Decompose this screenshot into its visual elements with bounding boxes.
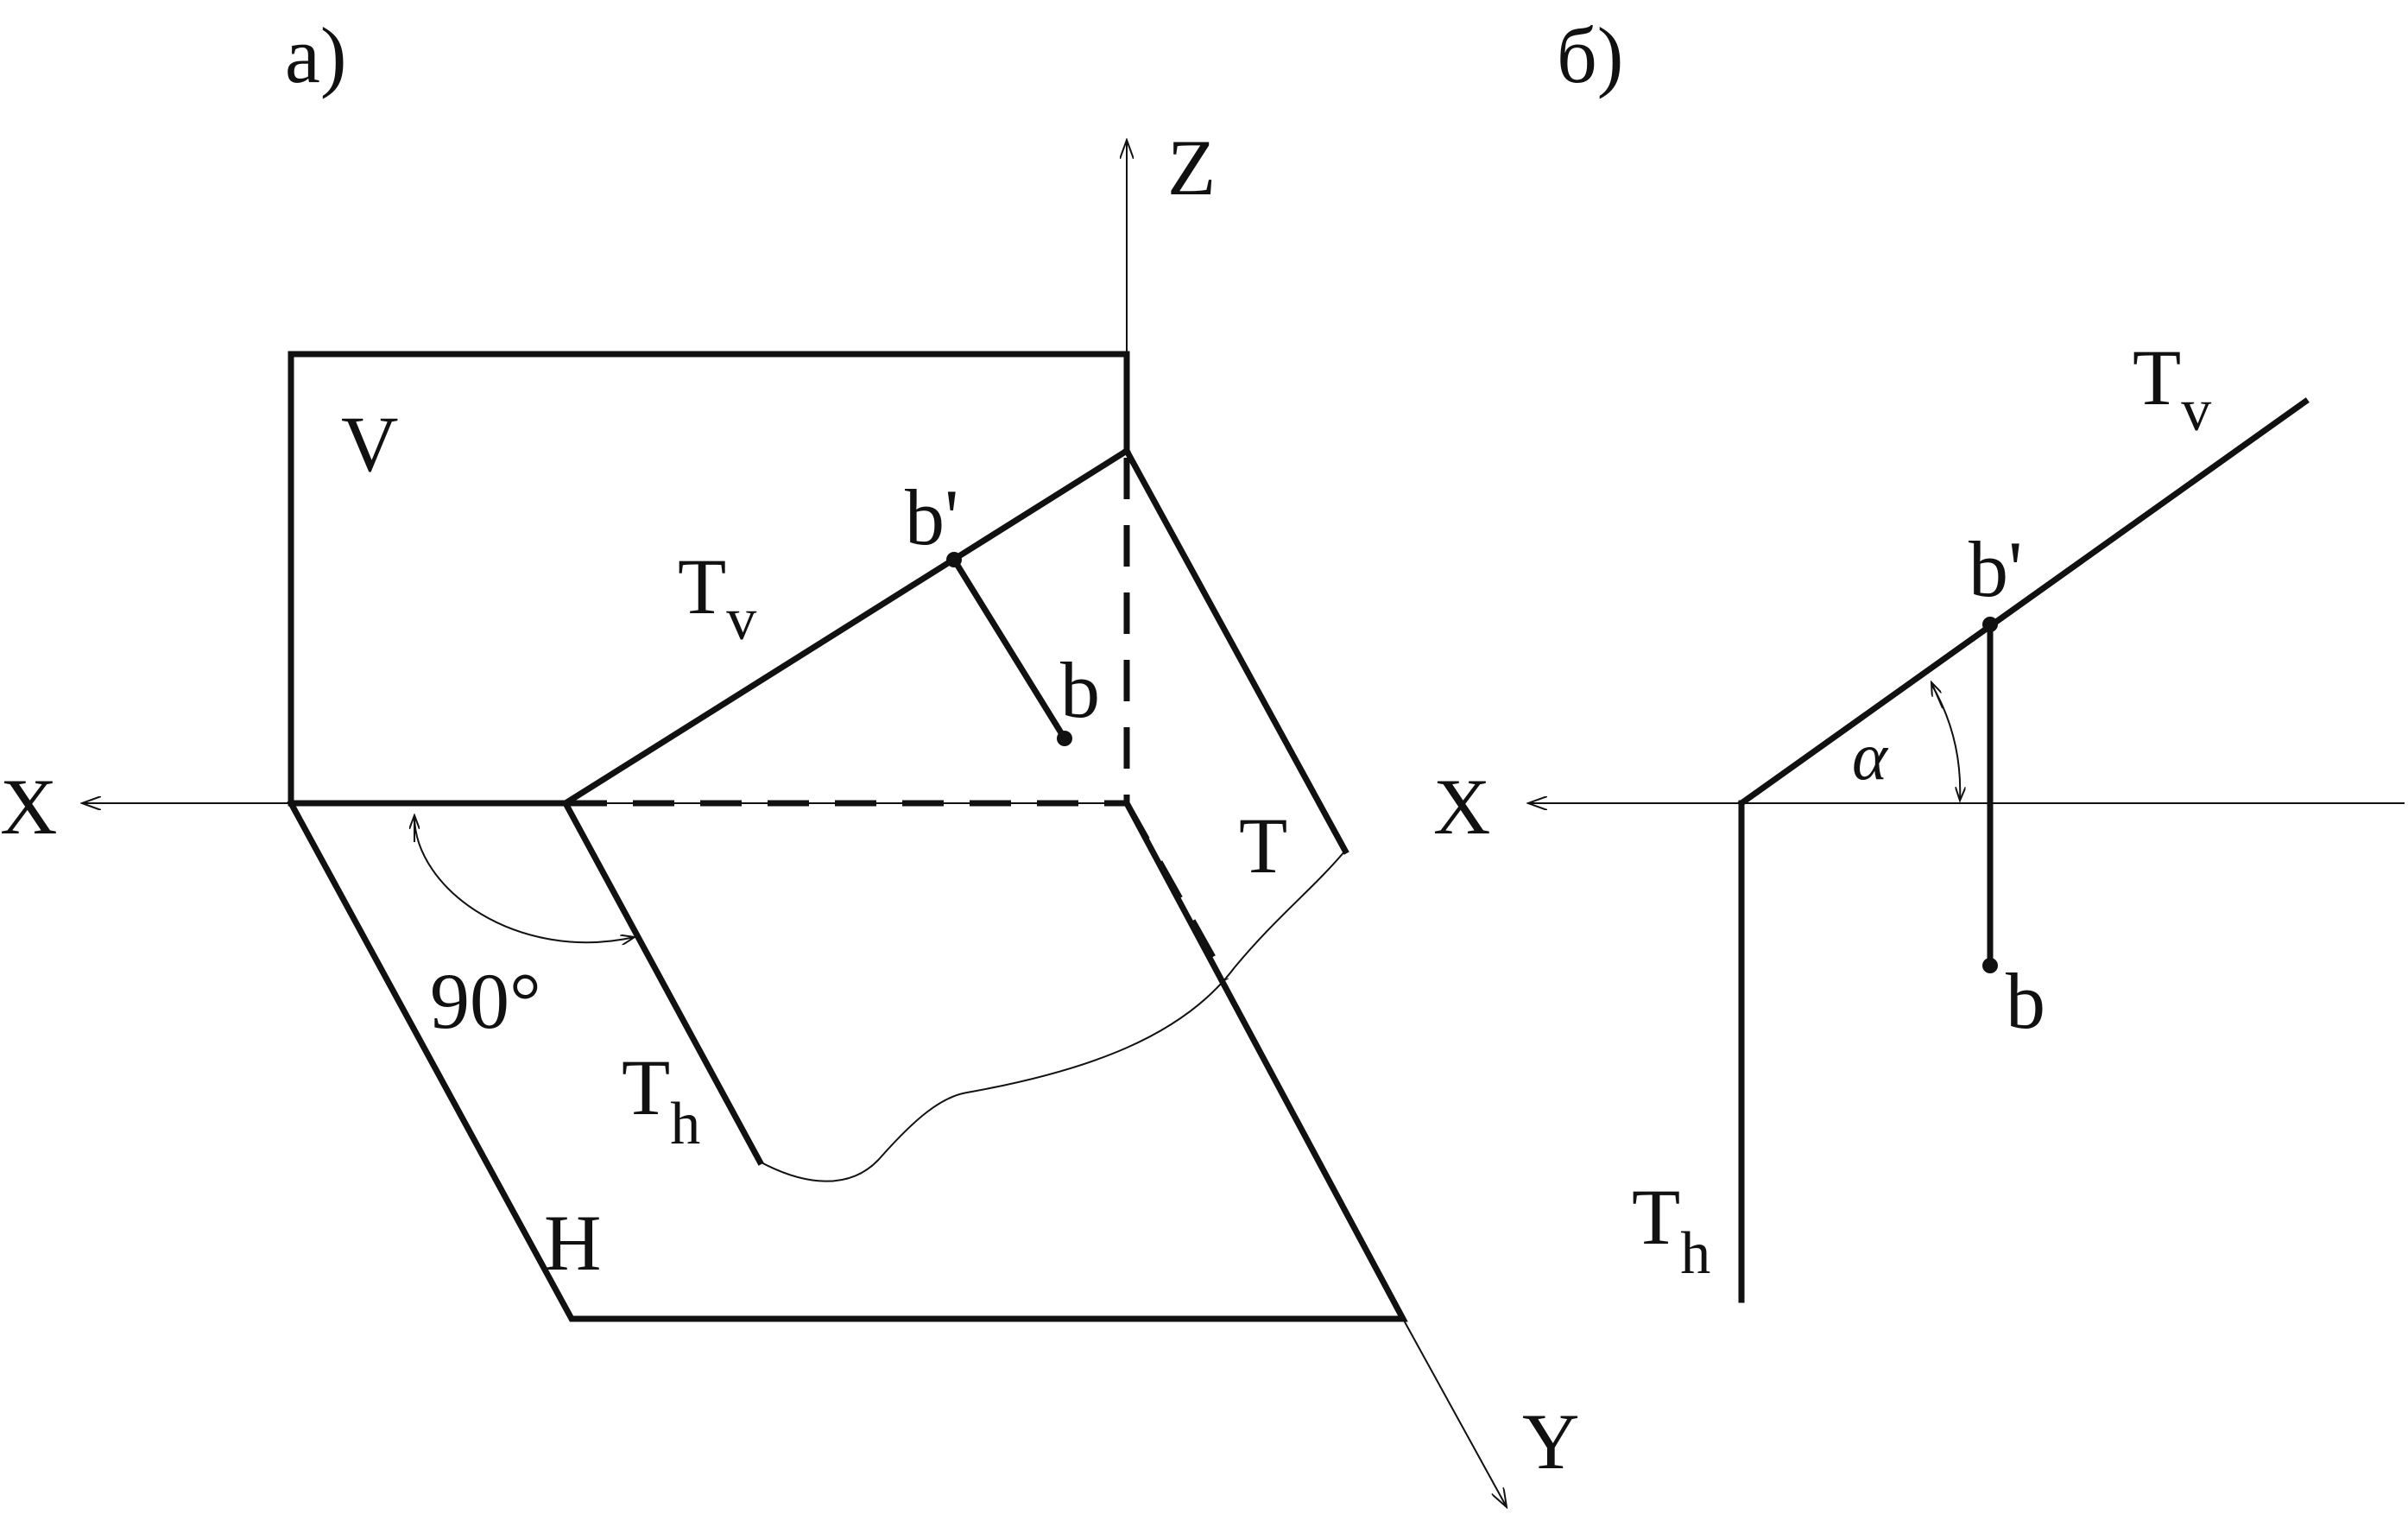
trace-th-main-b: T: [1632, 1173, 1680, 1261]
axis-y-label: Y: [1522, 1397, 1579, 1485]
trace-th-line: [561, 799, 764, 1166]
plane-t-label: T: [1239, 801, 1287, 890]
trace-th-sub: h: [670, 1091, 700, 1157]
trace-tv-main: T: [678, 542, 726, 630]
point-b-dot: [1057, 731, 1072, 746]
plane-h-outline: [287, 799, 1408, 1322]
trace-tv-line: [561, 447, 1131, 808]
axis-y-line: [1402, 1318, 1507, 1507]
plane-v-label: V: [341, 400, 398, 488]
angle-alpha-arc: [1931, 683, 1960, 801]
angle-alpha-label: α: [1852, 719, 1889, 794]
panel-b-caption: б): [1557, 11, 1623, 99]
panel-b: б) X Tv Th b' b α: [1433, 11, 2405, 1303]
point-b-prime-dot-b: [1982, 617, 1998, 632]
angle-90-arc: [414, 815, 635, 942]
point-b-prime-label: b': [905, 473, 959, 561]
trace-tv-label: Tv: [678, 542, 756, 653]
angle-90-label: 90°: [430, 957, 541, 1045]
point-b-prime-label-b: b': [1969, 525, 2023, 613]
trace-tv-sub: v: [726, 586, 756, 653]
panel-a-caption: a): [285, 11, 346, 99]
trace-tv-main-b: T: [2133, 333, 2181, 421]
point-b-prime-dot: [946, 552, 962, 567]
axis-x-label-b: X: [1433, 763, 1490, 851]
trace-th-label: Th: [622, 1043, 700, 1157]
plane-t-break-line: [759, 850, 1346, 1182]
projector-b-line: [950, 555, 1069, 743]
trace-tv-sub-b: v: [2181, 377, 2211, 444]
point-b-label: b: [1060, 646, 1100, 734]
trace-tv-line-b: [1737, 397, 2310, 808]
angle-alpha-tick: [1931, 682, 1943, 709]
plane-v-outline: [288, 351, 1130, 807]
panel-a: a) X Z Y V H Tv Th T: [0, 11, 1579, 1507]
plane-h-label: H: [544, 1199, 601, 1287]
point-b-label-b: b: [2006, 957, 2045, 1045]
trace-tv-label-b: Tv: [2133, 333, 2211, 444]
axis-x-label: X: [0, 763, 57, 851]
trace-th-main: T: [622, 1043, 670, 1131]
plane-t-edge: [1122, 447, 1349, 855]
point-b-dot-b: [1982, 958, 1998, 973]
trace-th-sub-b: h: [1680, 1220, 1710, 1287]
trace-th-label-b: Th: [1632, 1173, 1710, 1287]
hidden-line-y: [1123, 801, 1229, 982]
axis-z-label: Z: [1167, 124, 1216, 212]
